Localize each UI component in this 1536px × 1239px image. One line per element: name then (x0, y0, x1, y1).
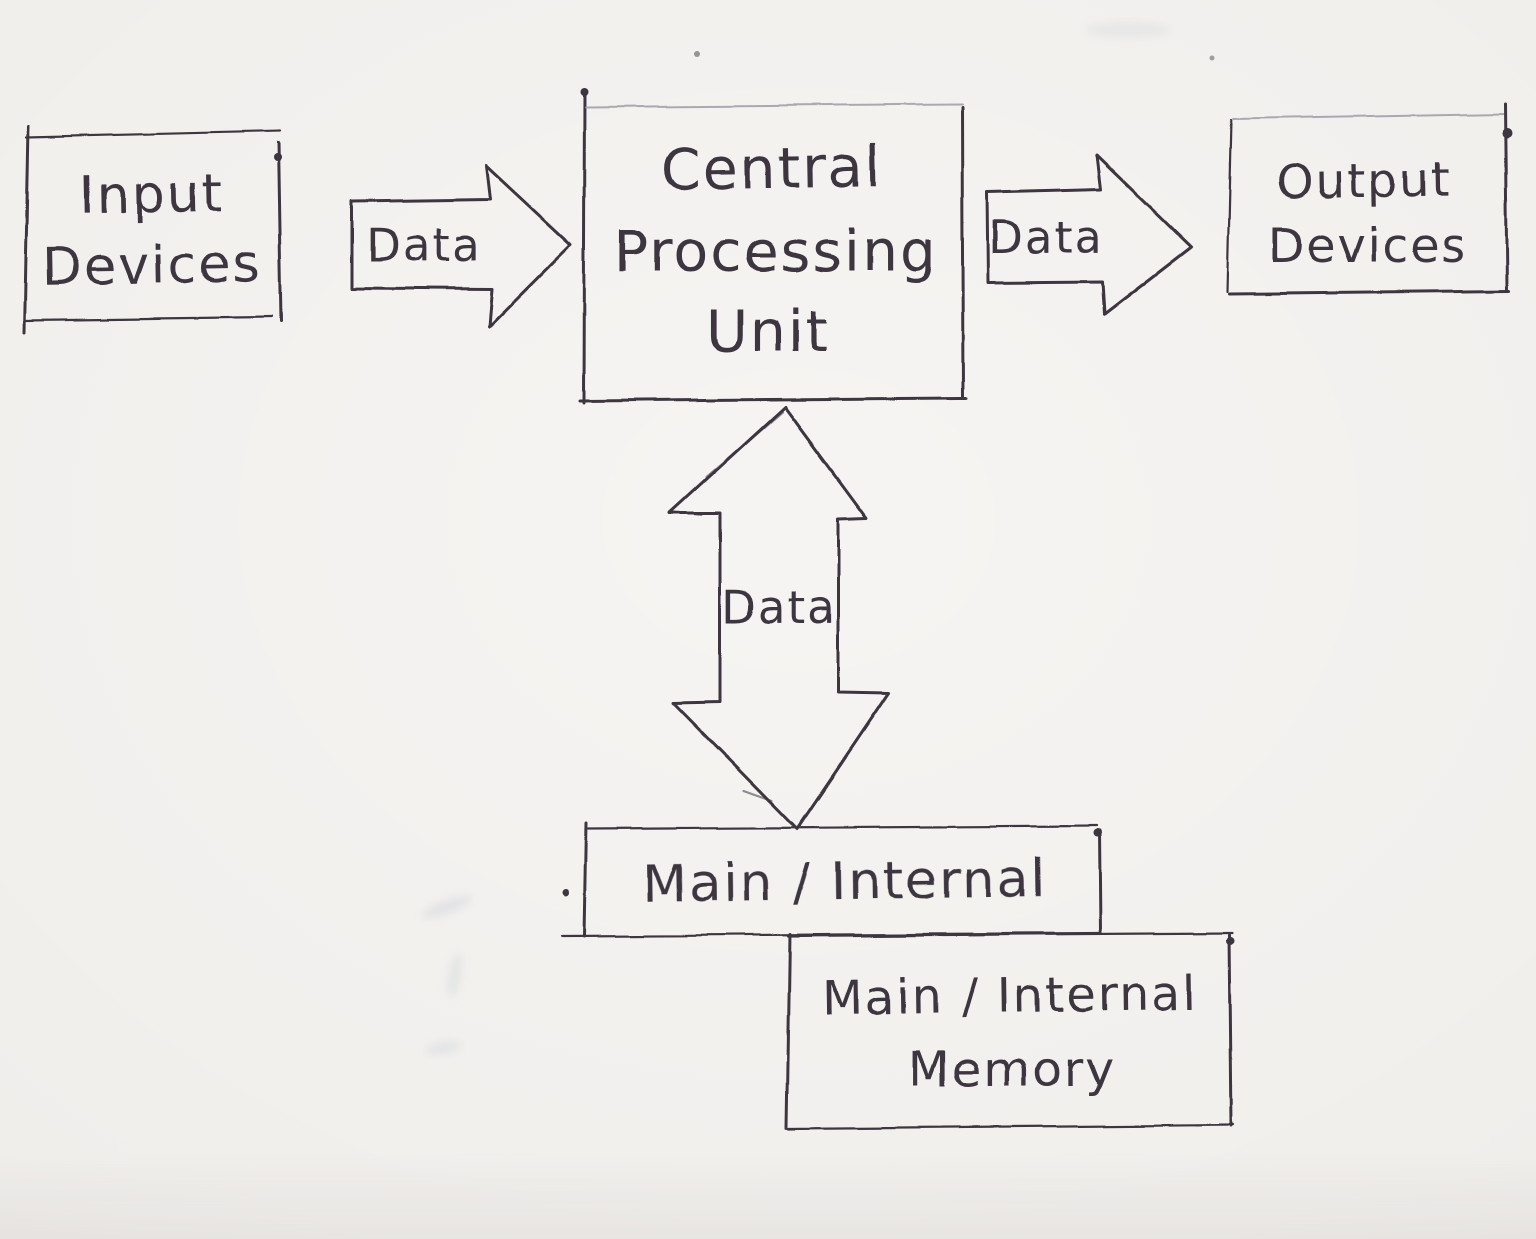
arrow-cpu-memory-bidirectional (667, 405, 891, 831)
box-edge-bottom (23, 315, 274, 322)
box-edge-bottom (578, 396, 968, 403)
data-label-right: Data (988, 211, 1103, 264)
box-edge-bottom (1227, 289, 1511, 296)
arrow-tick (670, 510, 704, 516)
smudge-mark (425, 1041, 461, 1055)
box-edge-right (276, 141, 283, 324)
paper-smudges (422, 22, 1170, 1055)
data-label-middle: Data (721, 581, 836, 634)
pen-dot (581, 87, 589, 95)
box-edge-left (582, 821, 588, 938)
cpu-box (578, 87, 968, 405)
box-edge-right (960, 105, 965, 400)
arrow-cpu-to-output (985, 153, 1193, 316)
pen-dot (1226, 937, 1234, 945)
diagram-labels: Input Devices Data Central Processing Un… (42, 134, 1467, 1098)
arrow-tick (742, 789, 774, 803)
ink-dot (1209, 55, 1215, 61)
arrow-outline (350, 164, 573, 329)
box-edge-top (585, 103, 963, 108)
cpu-label-line1: Central (660, 134, 883, 204)
pen-dot (1093, 829, 1101, 837)
cpu-label-line2: Processing (614, 219, 938, 285)
smudge-mark (447, 953, 463, 997)
smudge-mark (1086, 22, 1170, 38)
box-edge-top (586, 824, 1098, 831)
input-devices-box (23, 124, 283, 334)
box-edge-left (1225, 118, 1233, 294)
arrow-extra-stroke (704, 410, 784, 479)
main-internal-memory-box (785, 931, 1235, 1131)
box-edge-left (582, 88, 587, 405)
ink-dot (694, 51, 700, 57)
main-internal-memory-label-line1: Main / Internal (821, 965, 1198, 1026)
main-internal-label: Main / Internal (642, 849, 1048, 915)
pen-dot (1502, 128, 1512, 138)
box-edge-right (1097, 829, 1102, 935)
main-internal-memory-label-line2: Memory (908, 1042, 1115, 1098)
box-edge-top (786, 931, 1234, 938)
box-edge-top (1232, 113, 1504, 120)
pen-dot (273, 154, 281, 162)
box-edge-left (785, 932, 792, 1130)
output-devices-box (1225, 102, 1512, 296)
arrow-outline (985, 153, 1193, 316)
box-edge-right (1227, 933, 1233, 1128)
output-devices-label-line1: Output (1276, 152, 1452, 210)
input-devices-label-line2: Devices (42, 234, 262, 298)
box-edge-bottom (787, 1123, 1235, 1131)
box-edge-top (25, 129, 282, 139)
input-devices-label-line1: Input (79, 164, 225, 227)
arrow-input-to-cpu (350, 164, 573, 329)
smudge-mark (422, 895, 472, 919)
output-devices-label-line2: Devices (1268, 219, 1467, 274)
cpu-label-line3: Unit (706, 299, 830, 365)
box-edge-left (23, 124, 31, 334)
arrow-outline (667, 405, 891, 831)
stray-ink-dots (694, 51, 1215, 61)
data-label-left: Data (366, 219, 481, 272)
diagram-linework (23, 87, 1512, 1131)
pen-dot (562, 889, 570, 897)
